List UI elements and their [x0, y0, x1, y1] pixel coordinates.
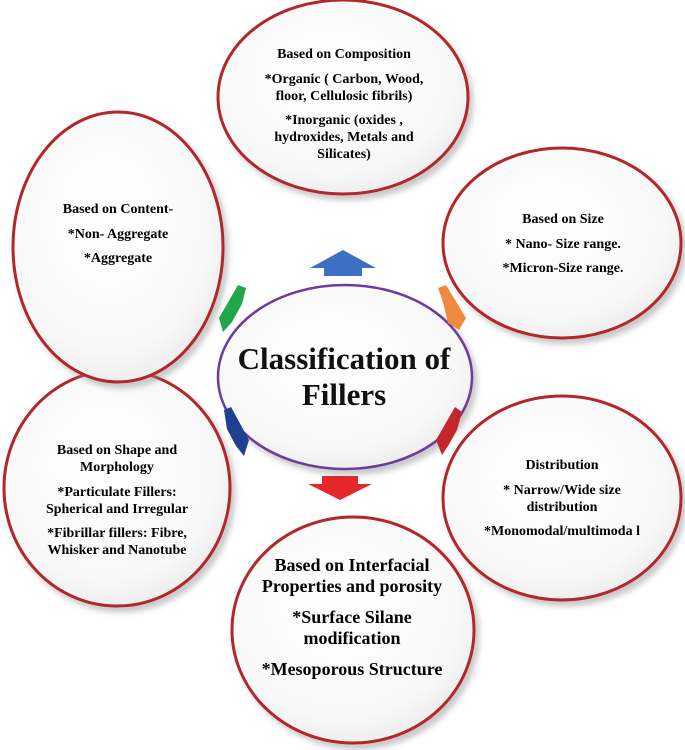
arrow-down	[308, 476, 372, 500]
arrow-right-down	[436, 407, 462, 455]
arrow-left-down	[224, 407, 249, 456]
circle-distribution	[441, 394, 683, 602]
circle-shape	[2, 368, 232, 608]
circle-interfacial	[230, 515, 476, 745]
circle-content	[11, 110, 225, 384]
arrow-left-up	[219, 285, 246, 332]
arrow-right-up	[438, 285, 466, 330]
circle-composition	[216, 0, 470, 196]
center-title: Classification of Fillers	[237, 341, 451, 412]
arrow-up	[310, 250, 376, 276]
circle-size	[441, 146, 683, 340]
center-ellipse	[216, 283, 474, 471]
